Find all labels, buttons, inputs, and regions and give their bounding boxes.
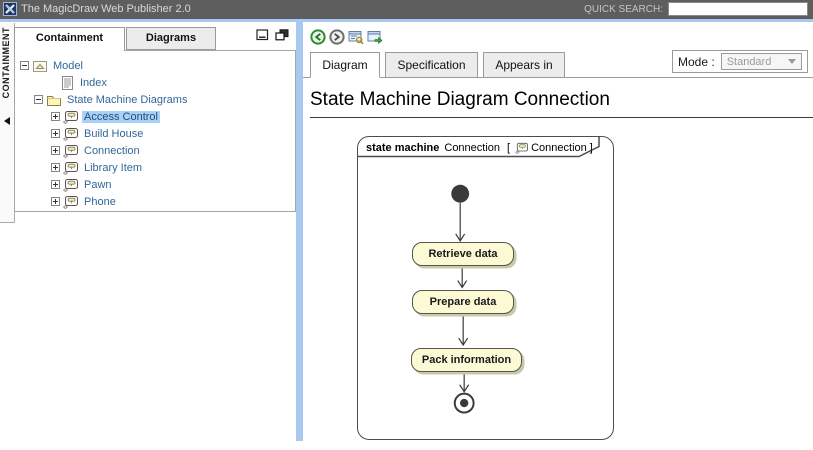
mode-dropdown[interactable]: Standard — [720, 53, 802, 70]
state-machine-diagram-icon — [63, 127, 79, 141]
tree-item-library-item: Library Item — [51, 159, 295, 176]
panel-splitter[interactable] — [296, 22, 303, 441]
expand-expander-icon[interactable] — [51, 197, 60, 206]
tree-item-label[interactable]: Library Item — [84, 161, 143, 174]
tree-item-label[interactable]: Pawn — [84, 178, 112, 191]
content-tab-bar: Diagram Specification Appears in — [303, 52, 813, 78]
state-machine-diagram-icon — [63, 178, 79, 192]
app-header: The MagicDraw Web Publisher 2.0 QUICK SE… — [0, 0, 813, 19]
state-machine-diagram-icon — [63, 195, 79, 209]
state-machine-diagram-icon — [63, 110, 79, 124]
final-state-dot — [460, 398, 469, 408]
collapse-expander-icon[interactable] — [20, 61, 29, 70]
tree-item-phone: Phone — [51, 193, 295, 210]
show-in-tree-icon[interactable] — [348, 29, 364, 45]
state-pack-information[interactable]: Pack information — [411, 348, 522, 372]
magicdraw-logo-icon — [3, 2, 17, 16]
cascade-windows-icon[interactable] — [275, 29, 289, 41]
tree-item-label[interactable]: Index — [80, 76, 107, 89]
tree-item-label[interactable]: State Machine Diagrams — [67, 93, 188, 106]
containment-collapse-tab[interactable]: CONTAINMENT — [0, 23, 15, 223]
header-accent-divider — [0, 19, 813, 22]
frame-close-bracket: ] — [589, 141, 593, 154]
tab-specification[interactable]: Specification — [385, 52, 478, 78]
folder-icon — [46, 93, 62, 107]
tab-diagram[interactable]: Diagram — [310, 52, 380, 78]
tree-item-model: Model — [20, 57, 295, 74]
state-retrieve-data[interactable]: Retrieve data — [412, 242, 514, 266]
tree-item-label[interactable]: Phone — [84, 195, 116, 208]
collapse-arrow-icon — [4, 117, 10, 125]
containment-tree-panel: Model Index State Machine Diagrams Acces… — [14, 50, 296, 212]
expand-expander-icon[interactable] — [51, 112, 60, 121]
frame-header-outline — [358, 137, 600, 158]
mode-dropdown-value: Standard — [726, 55, 772, 68]
back-icon[interactable] — [310, 29, 326, 45]
tree-item-label-selected[interactable]: Access Control — [82, 110, 160, 123]
state-prepare-data[interactable]: Prepare data — [412, 290, 514, 314]
tree-item-label[interactable]: Build House — [84, 127, 144, 140]
tree-item-connection: Connection — [51, 142, 295, 159]
minimize-panel-icon[interactable] — [256, 29, 269, 41]
tab-containment[interactable]: Containment — [14, 27, 125, 51]
transition-arrows-layer — [451, 184, 475, 414]
quick-search-label: QUICK SEARCH: — [584, 4, 663, 15]
sidebar-window-controls — [256, 29, 289, 41]
index-icon — [59, 76, 75, 90]
containment-vertical-label: CONTAINMENT — [1, 27, 11, 99]
mode-selector-group: Mode : Standard — [672, 50, 808, 73]
tree-item-index: Index — [56, 74, 295, 91]
initial-state-node[interactable] — [451, 184, 470, 203]
forward-icon[interactable] — [329, 29, 345, 45]
package-icon — [32, 59, 48, 73]
navigation-toolbar — [310, 29, 383, 45]
tree-item-label[interactable]: Connection — [84, 144, 140, 157]
state-machine-diagram-icon — [63, 144, 79, 158]
expand-expander-icon[interactable] — [51, 163, 60, 172]
frame-keyword: state machine — [366, 141, 440, 154]
tree-item-access-control: Access Control — [51, 108, 295, 125]
expand-expander-icon[interactable] — [51, 129, 60, 138]
page-title: State Machine Diagram Connection — [310, 89, 610, 110]
mode-label: Mode : — [678, 54, 715, 69]
tab-diagrams[interactable]: Diagrams — [126, 27, 216, 50]
state-machine-diagram-icon — [63, 161, 79, 175]
state-machine-frame: state machine Connection [ Connection ] … — [357, 136, 614, 440]
frame-ref-name: Connection — [531, 141, 587, 154]
frame-open-bracket: [ — [507, 141, 511, 154]
app-title: The MagicDraw Web Publisher 2.0 — [21, 3, 191, 15]
collapse-expander-icon[interactable] — [34, 95, 43, 104]
frame-header: state machine Connection [ Connection ] — [366, 139, 596, 156]
tree-item-state-machine-diagrams: State Machine Diagrams — [34, 91, 295, 108]
quick-search-input[interactable] — [668, 2, 808, 16]
open-in-new-window-icon[interactable] — [367, 29, 383, 45]
title-divider — [310, 117, 813, 118]
frame-name: Connection — [444, 141, 501, 154]
expand-expander-icon[interactable] — [51, 180, 60, 189]
tab-appears-in[interactable]: Appears in — [483, 52, 565, 78]
chevron-down-icon — [788, 59, 796, 64]
tree-item-label[interactable]: Model — [53, 59, 83, 72]
tree-item-build-house: Build House — [51, 125, 295, 142]
expand-expander-icon[interactable] — [51, 146, 60, 155]
tree-item-pawn: Pawn — [51, 176, 295, 193]
